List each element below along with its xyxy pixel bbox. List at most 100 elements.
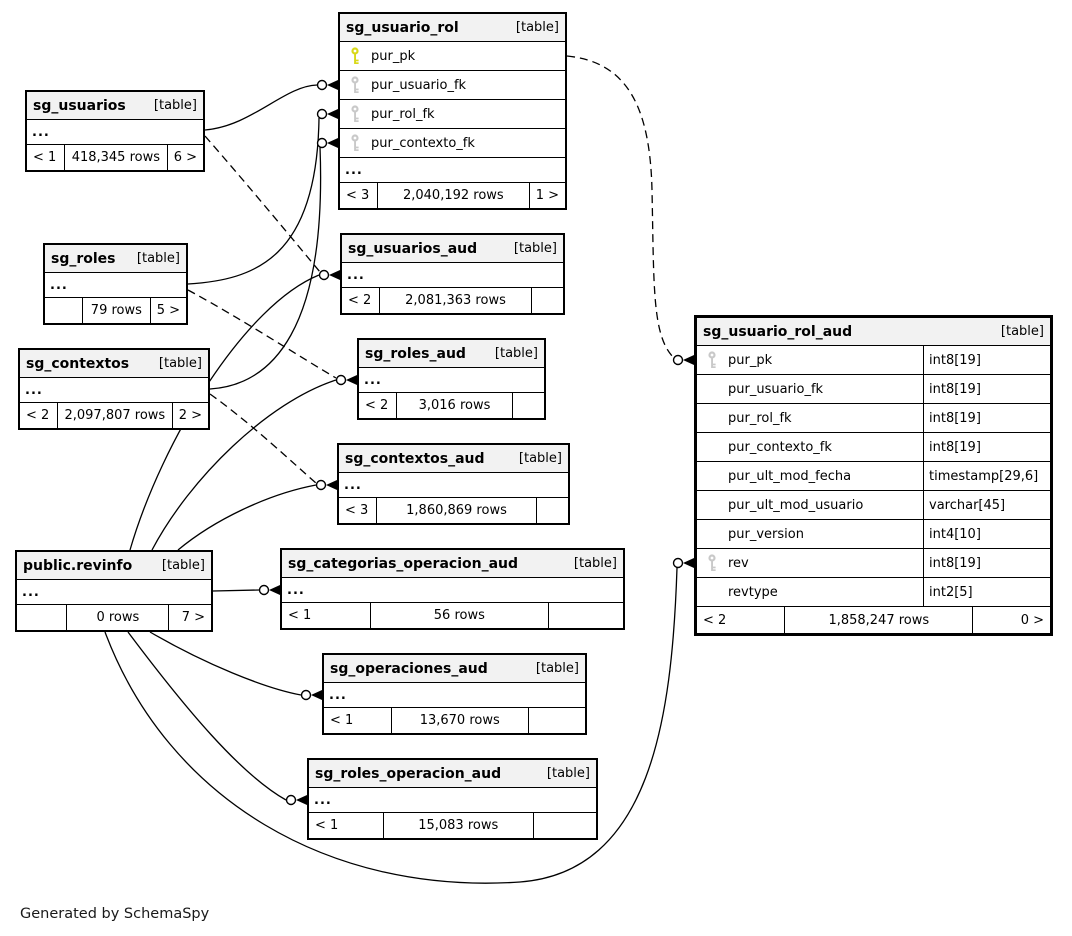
edge-revinfo-to-sg_roles_aud (151, 379, 337, 551)
table-sg_roles_operacion_aud[interactable]: sg_roles_operacion_aud [table] ... < 1 1… (307, 758, 598, 840)
table-name[interactable]: sg_roles_aud (365, 345, 466, 362)
column-row-revtype[interactable]: revtype int2[5] (697, 578, 1050, 607)
table-header[interactable]: public.revinfo [table] (17, 552, 211, 580)
column-row-pur_contexto_fk[interactable]: pur_contexto_fk (340, 129, 565, 158)
column-type: timestamp[29,6] (923, 462, 1050, 490)
table-name[interactable]: sg_roles (51, 250, 116, 267)
column-row-rev[interactable]: rev int8[19] (697, 549, 1050, 578)
table-header[interactable]: sg_usuario_rol_aud [table] (697, 318, 1050, 346)
table-header[interactable]: sg_contextos [table] (20, 350, 208, 378)
column-name: pur_pk (728, 352, 773, 368)
table-header[interactable]: sg_contextos_aud [table] (339, 445, 568, 473)
column-row-pur_pk[interactable]: pur_pk int8[19] (697, 346, 1050, 375)
column-name: pur_ult_mod_fecha (728, 468, 852, 484)
connector-pur_contexto_fk (316, 137, 338, 149)
table-sg_roles[interactable]: sg_roles [table] ... 79 rows 5 > (43, 243, 188, 325)
child-count (531, 288, 563, 313)
table-tag: [table] (535, 661, 579, 676)
parent-count: < 2 (20, 403, 58, 428)
foreign-key-icon (345, 133, 365, 153)
parent-count: < 1 (282, 603, 371, 628)
column-row-pur_ult_mod_fecha[interactable]: pur_ult_mod_fecha timestamp[29,6] (697, 462, 1050, 491)
row-count: 13,670 rows (419, 713, 500, 728)
table-name[interactable]: sg_operaciones_aud (330, 660, 488, 677)
table-sg_contextos[interactable]: sg_contextos [table] ... < 2 2,097,807 r… (18, 348, 210, 430)
columns-ellipsis: ... (45, 273, 186, 298)
table-header[interactable]: sg_usuarios [table] (27, 92, 203, 120)
row-count: 79 rows (90, 303, 142, 318)
edge-sg_roles-to-sg_usuario_rol (187, 117, 320, 285)
column-type: int8[19] (923, 346, 1050, 374)
table-header[interactable]: sg_categorias_operacion_aud [table] (282, 550, 623, 578)
row-count: 418,345 rows (71, 150, 160, 165)
table-footer: 0 rows 7 > (17, 605, 211, 630)
column-row-pur_version[interactable]: pur_version int4[10] (697, 520, 1050, 549)
column-row-pur_usuario_fk[interactable]: pur_usuario_fk (340, 71, 565, 100)
column-name: pur_rol_fk (728, 410, 792, 426)
column-type: int8[19] (923, 433, 1050, 461)
edge-implied-sg_usuarios-to-sg_usuarios_aud (204, 135, 321, 273)
connector-sg_usuarios_aud (318, 269, 340, 281)
table-footer: < 2 3,016 rows (359, 393, 544, 418)
parent-count (17, 605, 68, 630)
table-header[interactable]: sg_operaciones_aud [table] (324, 655, 585, 683)
table-tag: [table] (546, 766, 590, 781)
table-name[interactable]: sg_usuarios (33, 97, 126, 114)
table-tag: [table] (158, 356, 202, 371)
row-count: 56 rows (433, 608, 485, 623)
table-tag: [table] (573, 556, 617, 571)
table-header[interactable]: sg_roles_aud [table] (359, 340, 544, 368)
parent-count: < 3 (339, 498, 377, 523)
row-count: 1,860,869 rows (406, 503, 507, 518)
table-tag: [table] (515, 20, 559, 35)
columns-ellipsis: ... (27, 120, 203, 145)
row-count: 15,083 rows (418, 818, 499, 833)
table-name[interactable]: sg_usuarios_aud (348, 240, 478, 257)
edge-revinfo-to-sg_operaciones_aud (149, 631, 302, 696)
column-row-pur_ult_mod_usuario[interactable]: pur_ult_mod_usuario varchar[45] (697, 491, 1050, 520)
table-name[interactable]: public.revinfo (23, 557, 133, 574)
table-name[interactable]: sg_contextos_aud (345, 450, 485, 467)
table-sg_operaciones_aud[interactable]: sg_operaciones_aud [table] ... < 1 13,67… (322, 653, 587, 735)
table-header[interactable]: sg_roles_operacion_aud [table] (309, 760, 596, 788)
table-name[interactable]: sg_usuario_rol_aud (703, 323, 853, 340)
parent-count: < 2 (359, 393, 397, 418)
table-header[interactable]: sg_roles [table] (45, 245, 186, 273)
column-name: pur_usuario_fk (728, 381, 824, 397)
schemaspy-credit: Generated by SchemaSpy (20, 906, 210, 922)
column-row-pur_rol_fk[interactable]: pur_rol_fk (340, 100, 565, 129)
column-row-pur_usuario_fk[interactable]: pur_usuario_fk int8[19] (697, 375, 1050, 404)
table-sg_usuario_rol_aud[interactable]: sg_usuario_rol_aud [table] pur_pk int8[1… (694, 315, 1053, 636)
table-name[interactable]: sg_contextos (26, 355, 130, 372)
table-tag: [table] (513, 241, 557, 256)
table-sg_usuario_rol[interactable]: sg_usuario_rol [table] pur_pk pur_usuari… (338, 12, 567, 210)
table-name[interactable]: sg_categorias_operacion_aud (288, 555, 519, 572)
table-public-revinfo[interactable]: public.revinfo [table] ... 0 rows 7 > (15, 550, 213, 632)
table-footer: < 2 2,097,807 rows 2 > (20, 403, 208, 428)
column-name: pur_pk (371, 48, 416, 64)
table-sg_contextos_aud[interactable]: sg_contextos_aud [table] ... < 3 1,860,8… (337, 443, 570, 525)
table-sg_usuarios[interactable]: sg_usuarios [table] ... < 1 418,345 rows… (25, 90, 205, 172)
table-name[interactable]: sg_roles_operacion_aud (315, 765, 502, 782)
row-count: 2,081,363 rows (405, 293, 506, 308)
column-row-pur_contexto_fk[interactable]: pur_contexto_fk int8[19] (697, 433, 1050, 462)
table-name[interactable]: sg_usuario_rol (346, 19, 459, 36)
column-row-pur_rol_fk[interactable]: pur_rol_fk int8[19] (697, 404, 1050, 433)
table-header[interactable]: sg_usuarios_aud [table] (342, 235, 563, 263)
table-sg_usuarios_aud[interactable]: sg_usuarios_aud [table] ... < 2 2,081,36… (340, 233, 565, 315)
primary-key-icon (345, 46, 365, 66)
connector-sg_operaciones_aud (300, 689, 322, 701)
columns-ellipsis: ... (17, 580, 211, 605)
table-tag: [table] (1000, 324, 1044, 339)
parent-count: < 2 (342, 288, 380, 313)
table-sg_roles_aud[interactable]: sg_roles_aud [table] ... < 2 3,016 rows (357, 338, 546, 420)
table-header[interactable]: sg_usuario_rol [table] (340, 14, 565, 42)
child-count: 6 > (166, 145, 203, 170)
column-row-pur_pk[interactable]: pur_pk (340, 42, 565, 71)
table-tag: [table] (494, 346, 538, 361)
column-name: rev (728, 555, 749, 571)
table-footer: < 2 2,081,363 rows (342, 288, 563, 313)
table-footer: < 1 13,670 rows (324, 708, 585, 733)
table-sg_categorias_operacion_aud[interactable]: sg_categorias_operacion_aud [table] ... … (280, 548, 625, 630)
columns-ellipsis: ... (339, 473, 568, 498)
